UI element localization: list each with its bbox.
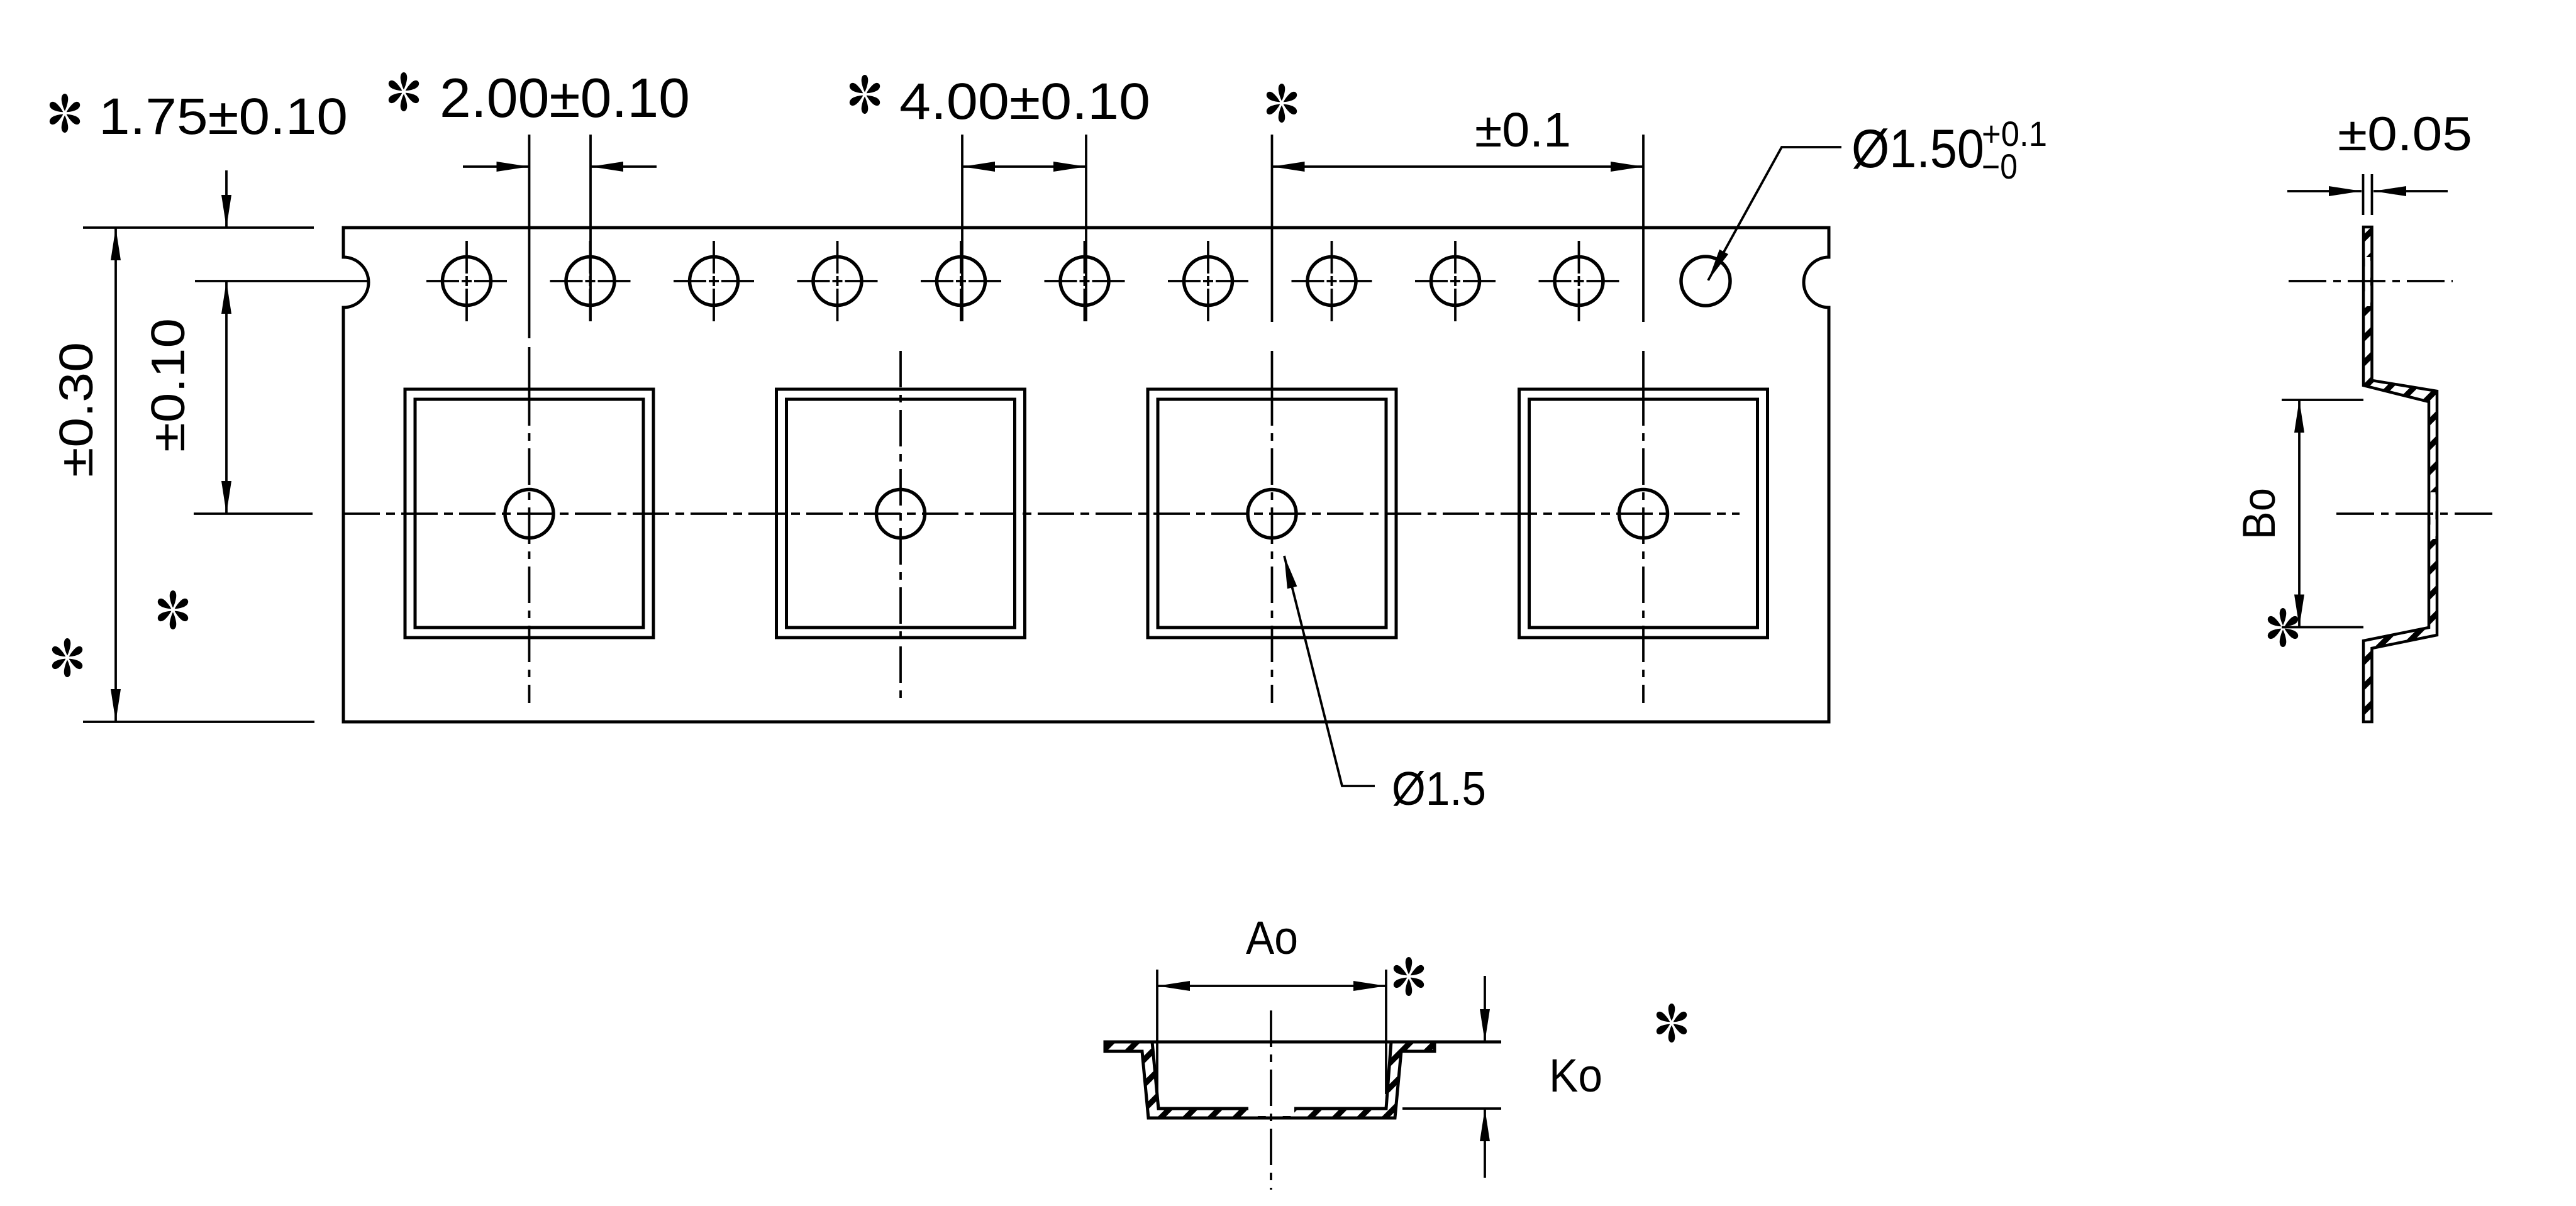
svg-text:±0.1: ±0.1 [1475,103,1571,157]
svg-text:Ø1.50: Ø1.50 [1852,119,1984,179]
svg-text:2.00±0.10: 2.00±0.10 [440,67,690,129]
svg-text:±0.05: ±0.05 [2338,108,2472,161]
svg-text:Ø1.5: Ø1.5 [1392,762,1486,815]
svg-text:Ao: Ao [1246,912,1298,964]
svg-text:−0: −0 [1982,147,2018,186]
svg-text:Ko: Ko [1549,1049,1602,1102]
svg-text:±0.10: ±0.10 [142,318,194,452]
svg-text:±0.30: ±0.30 [50,342,103,477]
svg-text:4.00±0.10: 4.00±0.10 [899,73,1150,130]
svg-text:1.75±0.10: 1.75±0.10 [99,88,348,145]
svg-text:Bo: Bo [2234,488,2285,539]
svg-text:+0.1: +0.1 [1982,114,2047,153]
